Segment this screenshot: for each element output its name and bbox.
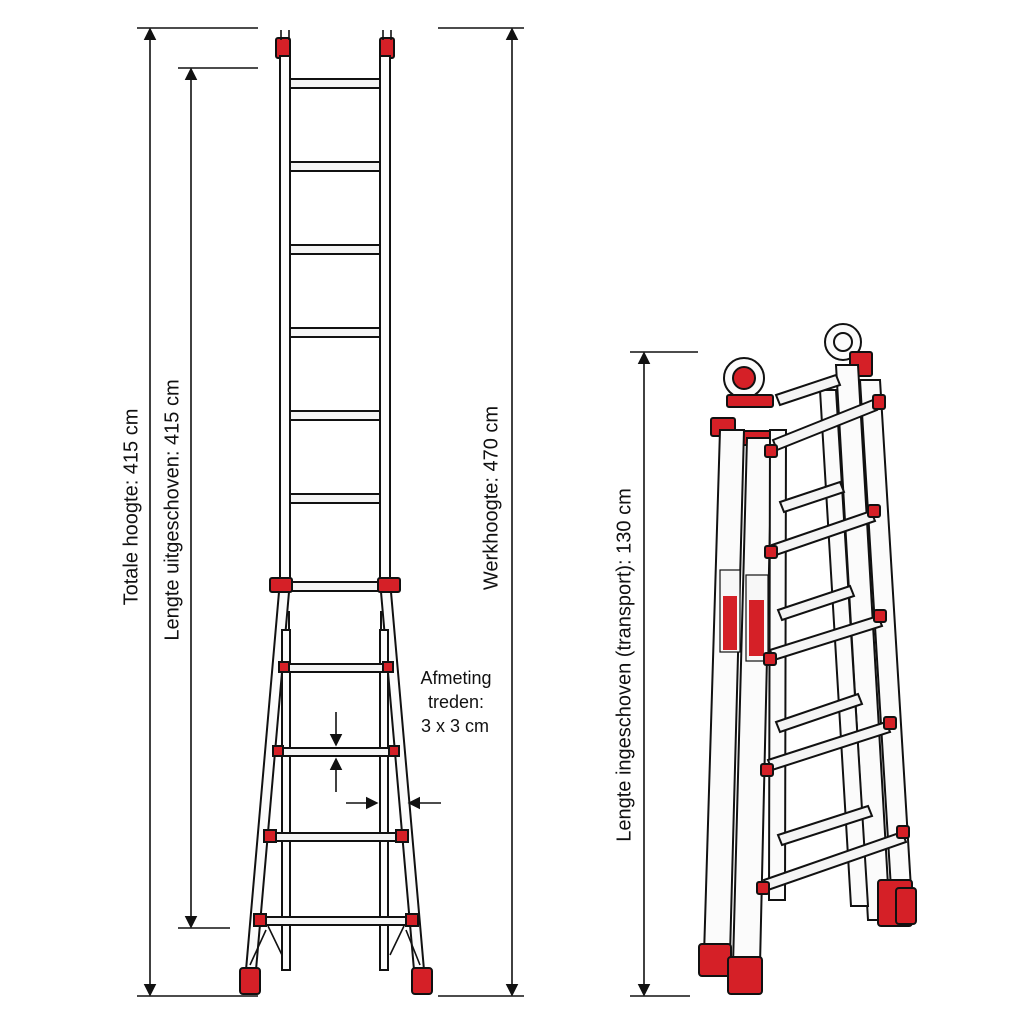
upper-rungs: [289, 78, 381, 504]
left-foot: [239, 967, 261, 995]
step-note-line-2: treden:: [428, 692, 484, 712]
total-height-dimension: [137, 27, 258, 997]
collapsed-foot-front-left: [698, 943, 732, 977]
lower-rungs: [253, 661, 419, 927]
working-height-dimension: [438, 27, 524, 997]
step-note-line-1: Afmeting: [420, 668, 491, 688]
extended-length-dimension: [178, 67, 258, 929]
collapsed-foot-front-right: [727, 956, 763, 995]
inner-right-leg: [379, 629, 389, 971]
collapsed-length-label: Lengte ingeschoven (transport): 130 cm: [613, 488, 635, 842]
right-foot: [411, 967, 433, 995]
total-height-label: Totale hoogte: 415 cm: [120, 409, 142, 606]
upper-right-rail: [379, 55, 391, 587]
step-note-line-3: 3 x 3 cm: [421, 716, 489, 736]
upper-left-rail: [279, 55, 291, 587]
right-clamp: [377, 577, 401, 593]
collapsed-ladder-drawing: [698, 323, 917, 995]
step-size-note: Afmeting treden: 3 x 3 cm: [420, 668, 491, 736]
step-size-markers: [329, 712, 441, 810]
collapsed-rungs: [762, 373, 908, 892]
collapsed-length-dimension: [630, 351, 698, 997]
inner-left-leg: [281, 629, 291, 971]
extended-ladder-drawing: [239, 30, 433, 995]
working-height-label: Werkhoogte: 470 cm: [480, 406, 502, 590]
extended-length-label: Lengte uitgeschoven: 415 cm: [161, 379, 183, 640]
left-clamp: [269, 577, 293, 593]
